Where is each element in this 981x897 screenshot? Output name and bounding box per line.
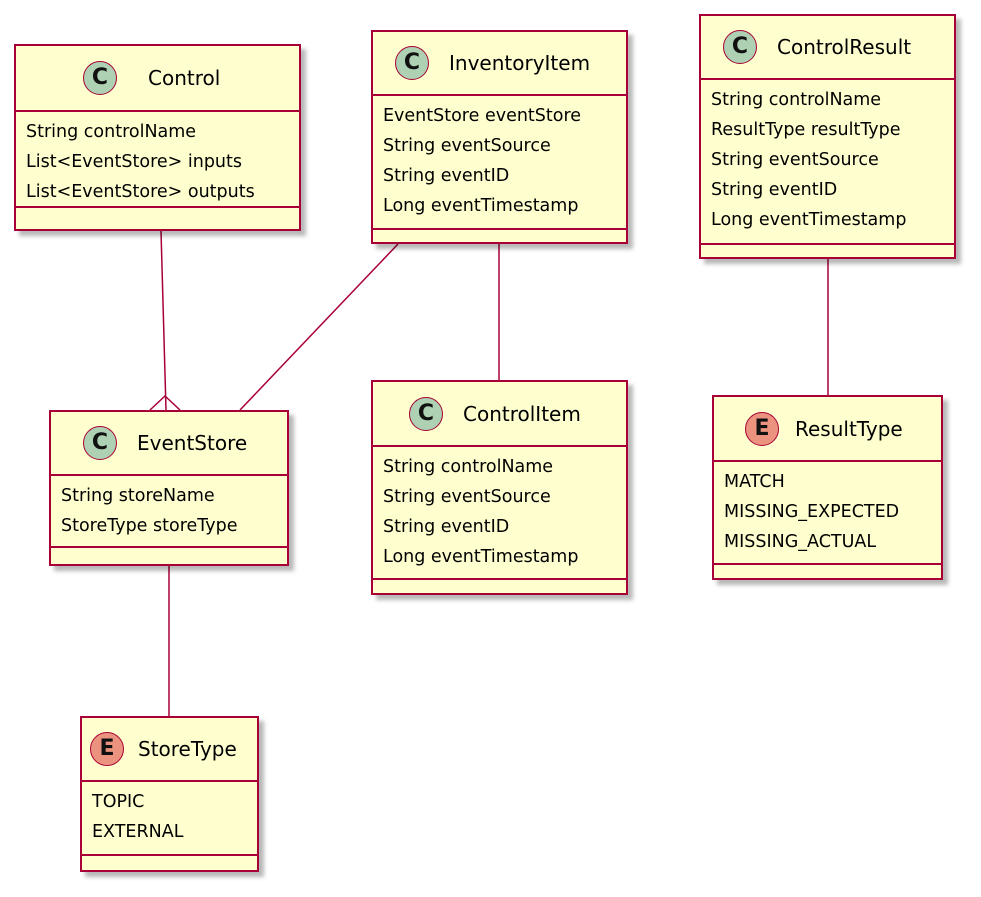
class-badge-icon: C <box>395 46 429 80</box>
field: String eventSource <box>711 150 879 170</box>
field: String controlName <box>26 122 197 142</box>
field: String eventID <box>383 166 510 186</box>
enum-store-type[interactable]: E StoreType TOPIC EXTERNAL <box>80 716 259 872</box>
enum-header: E ResultType <box>714 397 941 462</box>
class-inventory-item[interactable]: C InventoryItem EventStore eventStore St… <box>371 30 628 244</box>
field-list: String controlName ResultType resultType… <box>701 80 954 245</box>
field-list: EventStore eventStore String eventSource… <box>373 96 626 230</box>
class-control[interactable]: C Control String controlName List<EventS… <box>14 44 301 231</box>
field-list: String storeName StoreType storeType <box>51 476 287 548</box>
enum-value: MISSING_ACTUAL <box>724 532 877 552</box>
field: EventStore eventStore <box>383 106 582 126</box>
field-list: String controlName String eventSource St… <box>373 447 626 580</box>
crows-foot-marker <box>149 394 181 411</box>
class-badge-icon: C <box>409 396 443 431</box>
enum-badge-icon: E <box>745 411 779 446</box>
class-header: C ControlResult <box>701 16 954 80</box>
field: String eventID <box>711 180 838 200</box>
class-name: ControlItem <box>463 401 581 426</box>
relation-control-eventstore <box>160 230 167 411</box>
enum-value: MISSING_EXPECTED <box>724 502 900 522</box>
field: Long eventTimestamp <box>383 196 579 216</box>
class-name: InventoryItem <box>449 51 591 75</box>
enum-value: EXTERNAL <box>92 822 184 842</box>
field: String storeName <box>61 486 215 506</box>
enum-result-type[interactable]: E ResultType MATCH MISSING_EXPECTED MISS… <box>712 395 943 580</box>
class-control-item[interactable]: C ControlItem String controlName String … <box>371 380 628 595</box>
class-control-result[interactable]: C ControlResult String controlName Resul… <box>699 14 956 259</box>
enum-badge-icon: E <box>90 732 124 766</box>
field: Long eventTimestamp <box>383 547 579 567</box>
field: String eventSource <box>383 136 551 156</box>
field: List<EventStore> inputs <box>26 152 242 172</box>
class-header: C ControlItem <box>373 382 626 447</box>
relation-inventoryitem-eventstore <box>239 243 399 411</box>
enum-value: MATCH <box>724 472 785 492</box>
class-name: EventStore <box>137 431 248 455</box>
enum-value: TOPIC <box>92 792 145 812</box>
class-badge-icon: C <box>83 61 117 95</box>
enum-value-list: MATCH MISSING_EXPECTED MISSING_ACTUAL <box>714 462 941 565</box>
field: String eventSource <box>383 487 551 507</box>
field: ResultType resultType <box>711 120 901 140</box>
enum-name: StoreType <box>138 737 237 761</box>
field: String eventID <box>383 517 510 537</box>
class-header: C Control <box>16 46 299 112</box>
field-list: String controlName List<EventStore> inpu… <box>16 112 299 208</box>
enum-header: E StoreType <box>82 718 257 782</box>
class-header: C EventStore <box>51 412 287 476</box>
class-name: ControlResult <box>777 35 912 59</box>
class-badge-icon: C <box>723 30 757 64</box>
class-header: C InventoryItem <box>373 32 626 96</box>
field: Long eventTimestamp <box>711 210 907 230</box>
field: StoreType storeType <box>61 516 238 536</box>
class-event-store[interactable]: C EventStore String storeName StoreType … <box>49 410 289 566</box>
enum-value-list: TOPIC EXTERNAL <box>82 782 257 856</box>
field: String controlName <box>711 90 882 110</box>
class-name: Control <box>148 66 221 90</box>
enum-name: ResultType <box>795 416 903 441</box>
field: List<EventStore> outputs <box>26 182 255 202</box>
field: String controlName <box>383 457 554 477</box>
class-badge-icon: C <box>83 426 117 460</box>
